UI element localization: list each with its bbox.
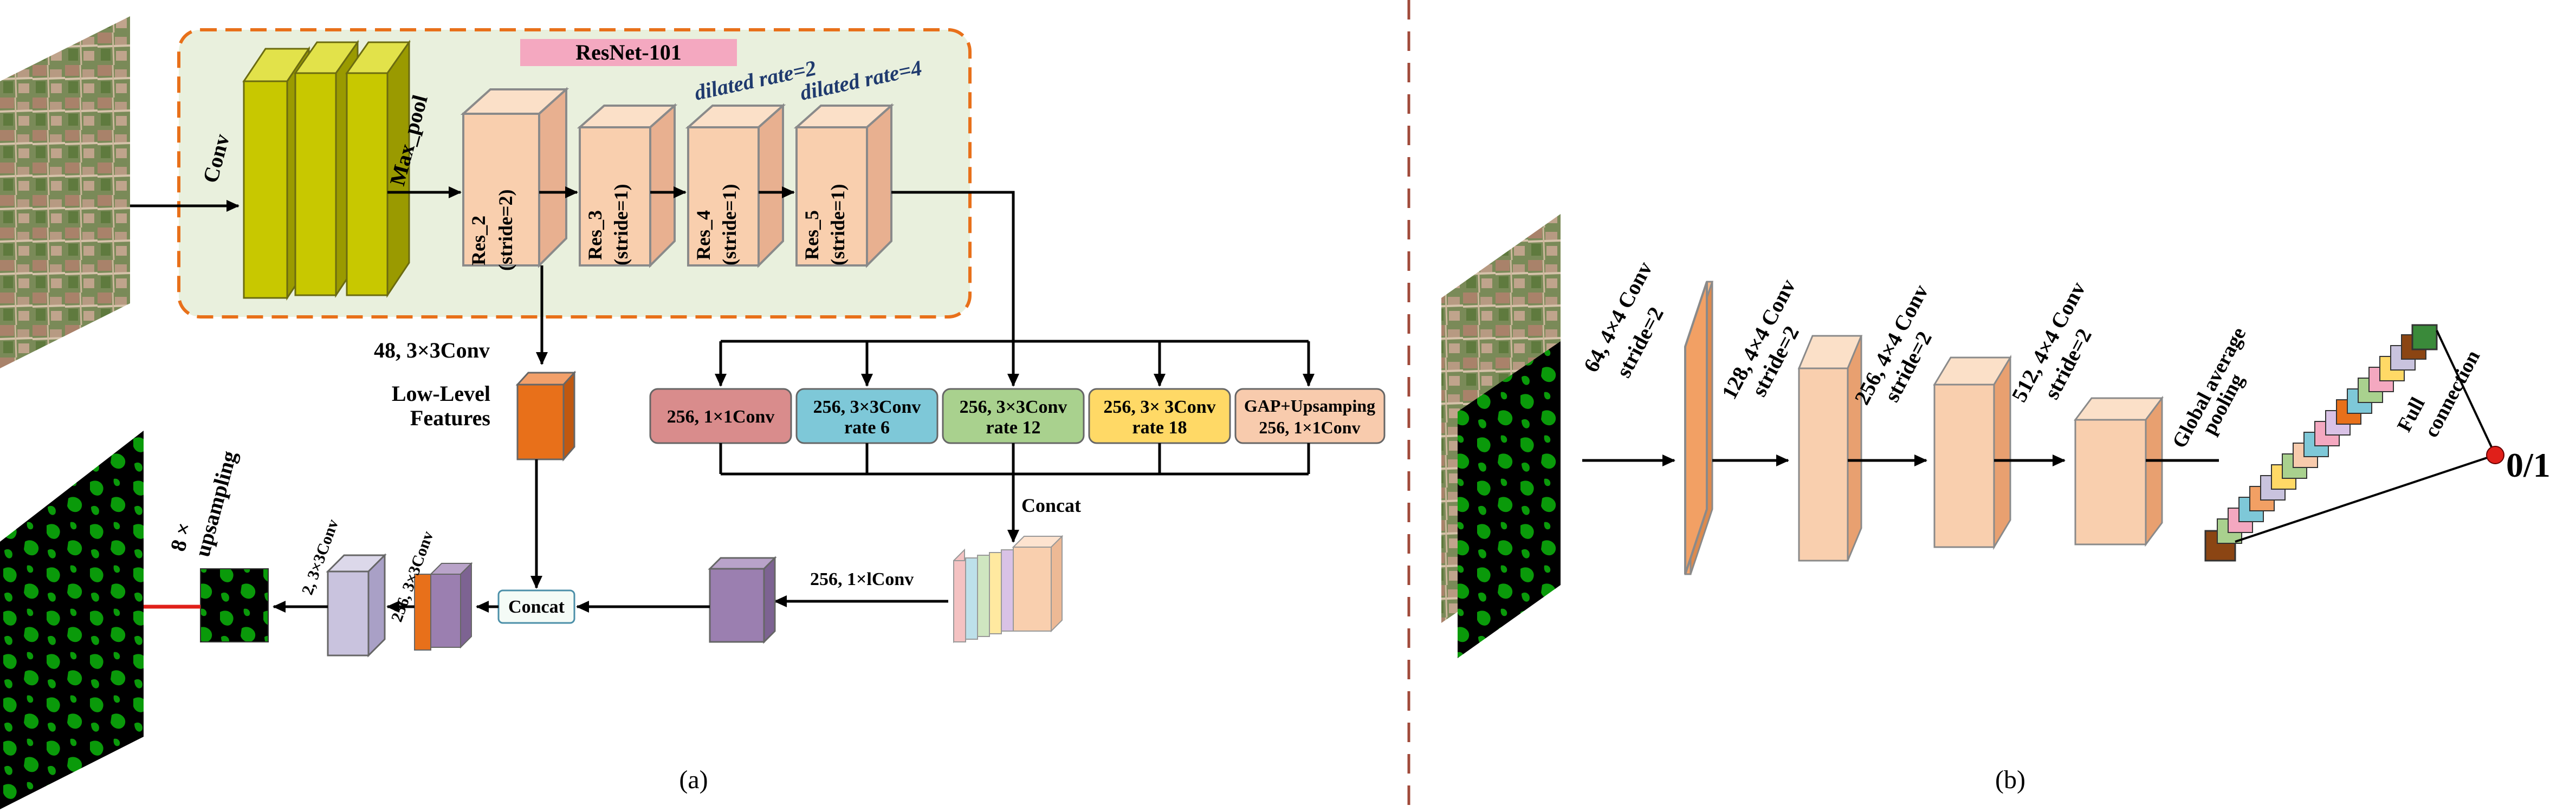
res5-block [793, 103, 895, 268]
res2-name: Res_2 [468, 216, 489, 265]
disc-layer-4 [2074, 395, 2164, 547]
output-segmentation-mask [0, 431, 144, 809]
disc-layer-3 [1933, 354, 2012, 550]
resnet-title: ResNet-101 [575, 40, 682, 64]
conv-1x1-label: 256, 1×lConv [810, 569, 914, 589]
res2-block [460, 87, 569, 268]
res4-stride: (stride=1) [719, 184, 740, 265]
res2-stride: (stride=2) [495, 190, 516, 271]
discriminator-input-mask [1458, 341, 1561, 658]
caption-a: (a) [679, 765, 708, 794]
res5-output-line [891, 191, 1015, 341]
aspp-box-2-line1: 256, 3×3Conv [813, 397, 921, 417]
res4-block [685, 103, 786, 268]
fc-line2: connection [2420, 347, 2484, 441]
low-level-line1: Low-Level [392, 381, 490, 406]
conv-slabs [242, 40, 411, 301]
resnet-title-bg [520, 39, 737, 66]
res3-name: Res_3 [584, 210, 606, 260]
res3-block [577, 103, 678, 268]
output-node [2486, 446, 2504, 464]
res5-name: Res_5 [801, 210, 823, 260]
aspp-box-4-line2: rate 18 [1132, 418, 1187, 438]
low-level-feature-block [515, 371, 577, 462]
aspp-box-4-line1: 256, 3× 3Conv [1103, 397, 1215, 417]
disc-layer-2 [1797, 335, 1863, 562]
caption-b: (b) [1995, 765, 2025, 794]
aspp-box-5-line1: GAP+Upsamping [1244, 396, 1375, 415]
decoder-conv-stack [414, 562, 473, 651]
upsample-line2: upsampling [190, 448, 241, 559]
output-label: 0/1 [2506, 446, 2551, 484]
fc-line-top [2436, 330, 2496, 456]
aspp-box-2-line2: rate 6 [844, 418, 890, 438]
purple-conv-block [708, 556, 777, 644]
fc-line-bottom [2235, 454, 2496, 543]
res3-stride: (stride=1) [610, 184, 632, 265]
concat-box-label: Concat [508, 597, 565, 617]
aspp-box-1-line1: 256, 1×1Conv [667, 407, 775, 427]
concat-feature-stack [953, 535, 1064, 644]
input-aerial-image [0, 16, 130, 368]
aspp-box-3-line1: 256, 3×3Conv [960, 397, 1067, 417]
res5-stride: (stride=1) [827, 184, 849, 265]
aspp-box-5-line2: 256, 1×1Conv [1259, 418, 1360, 437]
concat-label-right: Concat [1021, 495, 1081, 516]
aspp-box-3-line2: rate 12 [986, 418, 1040, 438]
final-conv-block [326, 553, 387, 658]
gap-vector-chain [2204, 324, 2438, 562]
low-level-conv-label: 48, 3×3Conv [374, 338, 490, 362]
low-level-line2: Features [410, 406, 490, 430]
res4-name: Res_4 [692, 210, 714, 260]
small-prediction-mask [200, 568, 269, 642]
disc-layer-1 [1684, 281, 1714, 575]
